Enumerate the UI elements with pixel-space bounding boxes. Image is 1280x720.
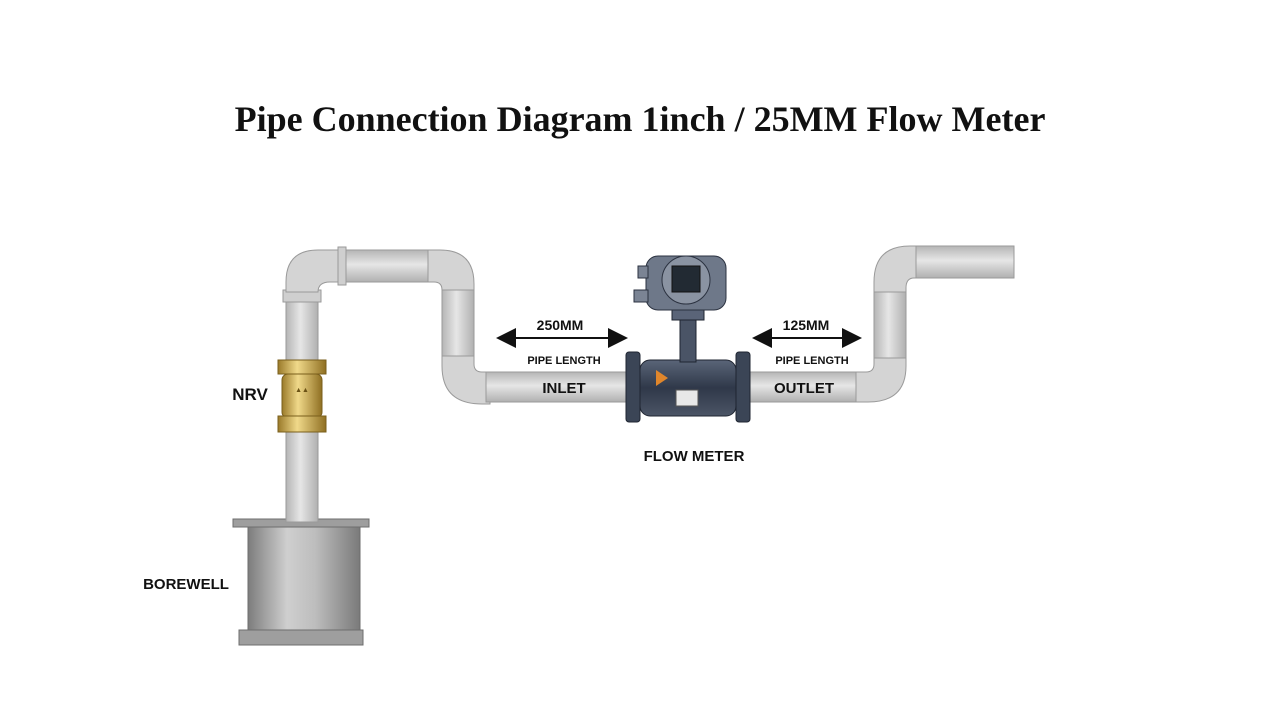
flow-meter [625,255,751,423]
left-vertical-pipe [282,289,322,523]
borewell-tank [232,518,370,646]
inlet-pipe [485,371,629,403]
top-left-elbow [285,249,345,293]
top-horizontal-pipe [337,246,431,286]
borewell-label: BOREWELL [143,576,229,593]
inlet-pipe-length-label: PIPE LENGTH [527,355,600,367]
inlet-label: INLET [542,380,585,397]
outlet-length-label: 125MM [783,317,830,333]
flow-meter-label: FLOW METER [644,448,745,465]
inlet-length-label: 250MM [537,317,584,333]
outlet-pipe [747,355,907,403]
svg-text:▲▲: ▲▲ [295,387,309,394]
outlet-pipe-length-label: PIPE LENGTH [775,355,848,367]
diagram-title: Pipe Connection Diagram 1inch / 25MM Flo… [234,99,1046,139]
outlet-label: OUTLET [774,380,834,397]
nrv-label: NRV [232,385,268,404]
nrv-valve: ▲▲ [277,359,327,433]
inlet-drop-pipe [441,289,491,405]
top-right-elbow [427,249,475,293]
outlet-rise-pipe [873,245,1015,359]
